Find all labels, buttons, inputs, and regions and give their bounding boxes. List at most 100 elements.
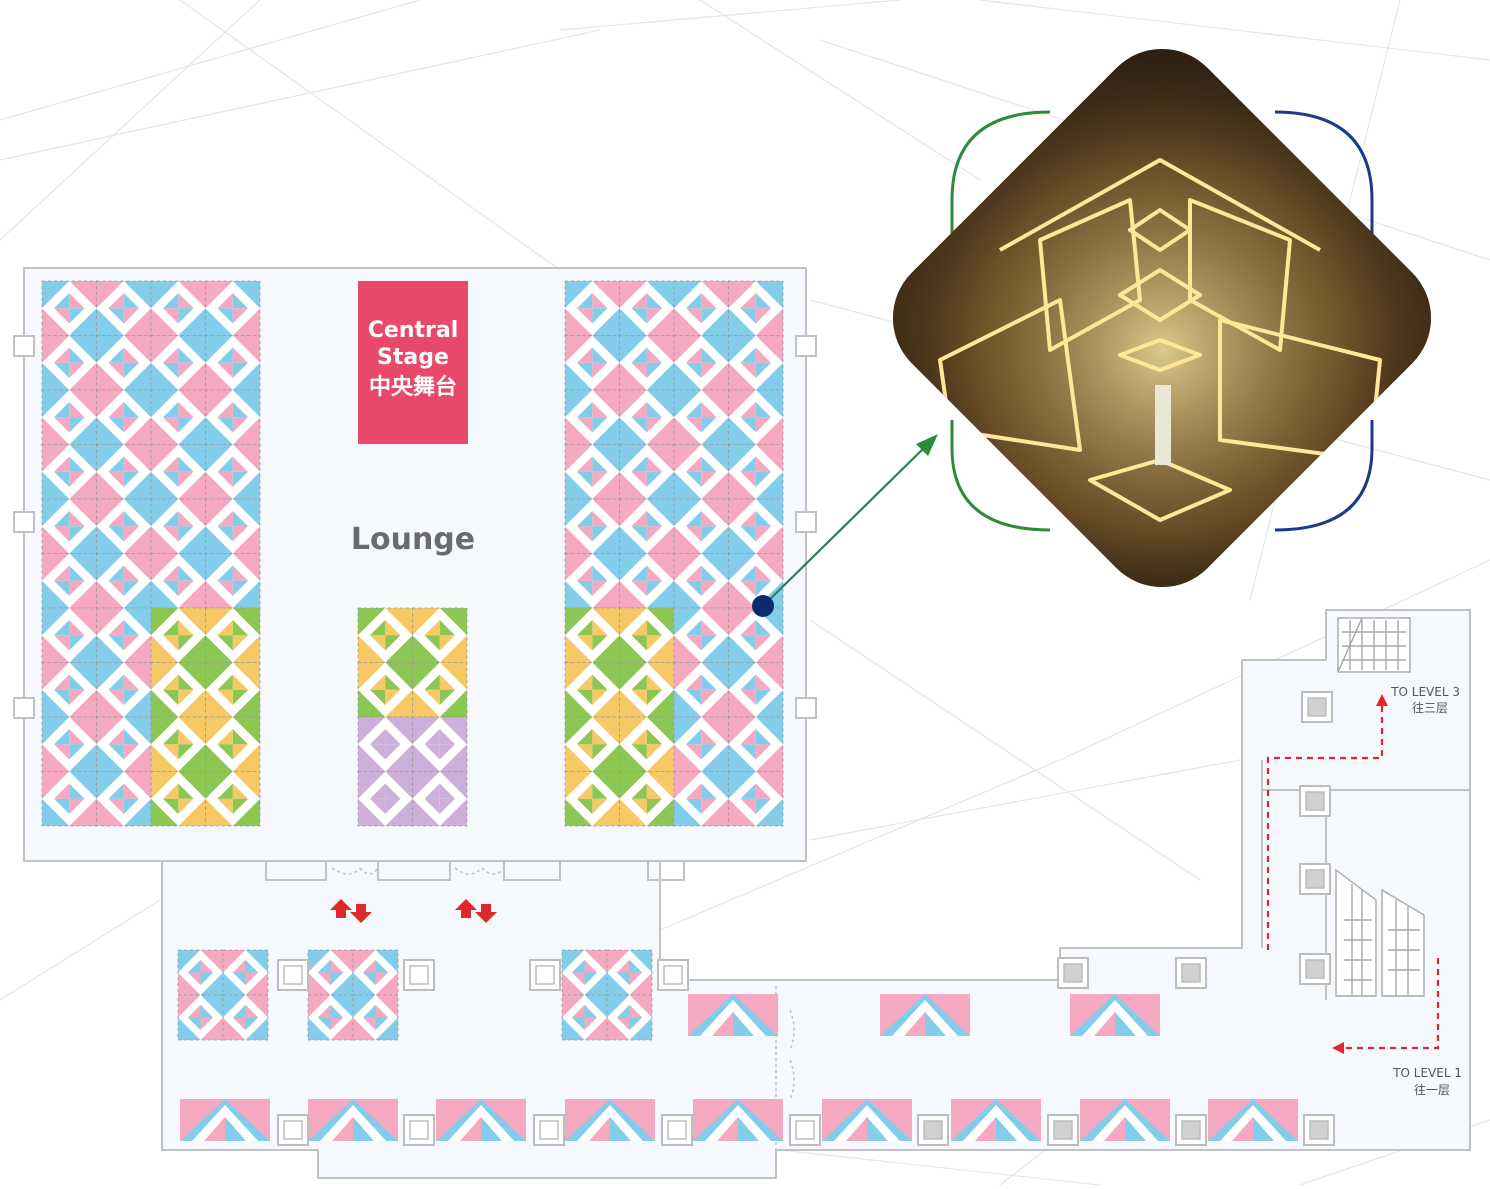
booth-cell[interactable] bbox=[728, 280, 784, 336]
booth-cell[interactable] bbox=[728, 498, 784, 554]
booth-cell[interactable] bbox=[41, 335, 97, 391]
booth-cell[interactable] bbox=[357, 716, 413, 772]
booth-cell[interactable] bbox=[412, 771, 468, 827]
booth-cell[interactable] bbox=[150, 771, 206, 827]
booth-cell[interactable] bbox=[619, 498, 675, 554]
booth-cell[interactable] bbox=[673, 771, 729, 827]
booth-cell[interactable] bbox=[41, 771, 97, 827]
booth-cell[interactable] bbox=[673, 280, 729, 336]
booth-cell[interactable] bbox=[41, 662, 97, 718]
booth-cell[interactable] bbox=[673, 335, 729, 391]
booth-cell[interactable] bbox=[352, 949, 399, 996]
booth-cell[interactable] bbox=[41, 498, 97, 554]
booth-cell[interactable] bbox=[96, 771, 152, 827]
booth-cell[interactable] bbox=[150, 662, 206, 718]
booth-cell[interactable] bbox=[728, 335, 784, 391]
booth-cell[interactable] bbox=[96, 444, 152, 500]
booth-cell[interactable] bbox=[880, 994, 970, 1036]
booth-cell[interactable] bbox=[205, 771, 261, 827]
booth-cell[interactable] bbox=[41, 280, 97, 336]
booth-cell[interactable] bbox=[205, 280, 261, 336]
booth-cell[interactable] bbox=[619, 716, 675, 772]
booth-cell[interactable] bbox=[619, 280, 675, 336]
booth-cell[interactable] bbox=[308, 1099, 398, 1141]
booth-cell[interactable] bbox=[728, 607, 784, 663]
booth-cell[interactable] bbox=[412, 716, 468, 772]
booth-cell[interactable] bbox=[150, 335, 206, 391]
booth-cell[interactable] bbox=[619, 662, 675, 718]
booth-cell[interactable] bbox=[728, 389, 784, 445]
booth-cell[interactable] bbox=[177, 994, 224, 1041]
booth-cell[interactable] bbox=[41, 389, 97, 445]
booth-cell[interactable] bbox=[96, 716, 152, 772]
booth-cell[interactable] bbox=[728, 771, 784, 827]
booth-cell[interactable] bbox=[619, 444, 675, 500]
booth-cell[interactable] bbox=[619, 553, 675, 609]
booth-cell[interactable] bbox=[728, 444, 784, 500]
booth-cell[interactable] bbox=[352, 994, 399, 1041]
booth-cell[interactable] bbox=[96, 335, 152, 391]
booth-cell[interactable] bbox=[673, 607, 729, 663]
booth-cell[interactable] bbox=[673, 662, 729, 718]
booth-cell[interactable] bbox=[96, 389, 152, 445]
booth-cell[interactable] bbox=[96, 662, 152, 718]
booth-cell[interactable] bbox=[41, 553, 97, 609]
booth-cell[interactable] bbox=[673, 716, 729, 772]
booth-cell[interactable] bbox=[96, 280, 152, 336]
booth-cell[interactable] bbox=[205, 716, 261, 772]
booth-cell[interactable] bbox=[205, 607, 261, 663]
booth-cell[interactable] bbox=[619, 771, 675, 827]
booth-cell[interactable] bbox=[606, 949, 653, 996]
booth-cell[interactable] bbox=[412, 662, 468, 718]
booth-cell[interactable] bbox=[41, 607, 97, 663]
booth-cell[interactable] bbox=[180, 1099, 270, 1141]
booth-cell[interactable] bbox=[205, 498, 261, 554]
booth-cell[interactable] bbox=[96, 553, 152, 609]
booth-cell[interactable] bbox=[673, 389, 729, 445]
booth-cell[interactable] bbox=[307, 994, 354, 1041]
booth-cell[interactable] bbox=[564, 716, 620, 772]
booth-cell[interactable] bbox=[673, 498, 729, 554]
booth-cell[interactable] bbox=[673, 444, 729, 500]
booth-cell[interactable] bbox=[1070, 994, 1160, 1036]
booth-cell[interactable] bbox=[561, 949, 608, 996]
booth-cell[interactable] bbox=[619, 607, 675, 663]
booth-cell[interactable] bbox=[728, 716, 784, 772]
booth-cell[interactable] bbox=[222, 949, 269, 996]
booth-cell[interactable] bbox=[205, 662, 261, 718]
booth-cell[interactable] bbox=[96, 498, 152, 554]
booth-cell[interactable] bbox=[561, 994, 608, 1041]
booth-cell[interactable] bbox=[564, 662, 620, 718]
booth-cell[interactable] bbox=[564, 771, 620, 827]
booth-cell[interactable] bbox=[205, 335, 261, 391]
booth-cell[interactable] bbox=[688, 994, 778, 1036]
booth-cell[interactable] bbox=[564, 389, 620, 445]
booth-cell[interactable] bbox=[564, 444, 620, 500]
booth-cell[interactable] bbox=[307, 949, 354, 996]
booth-cell[interactable] bbox=[205, 444, 261, 500]
booth-cell[interactable] bbox=[565, 1099, 655, 1141]
booth-cell[interactable] bbox=[606, 994, 653, 1041]
booth-cell[interactable] bbox=[728, 662, 784, 718]
booth-cell[interactable] bbox=[150, 444, 206, 500]
booth-cell[interactable] bbox=[150, 607, 206, 663]
booth-cell[interactable] bbox=[357, 771, 413, 827]
booth-cell[interactable] bbox=[150, 389, 206, 445]
booth-cell[interactable] bbox=[619, 335, 675, 391]
booth-cell[interactable] bbox=[564, 607, 620, 663]
booth-cell[interactable] bbox=[357, 607, 413, 663]
booth-cell[interactable] bbox=[205, 553, 261, 609]
booth-cell[interactable] bbox=[1080, 1099, 1170, 1141]
booth-cell[interactable] bbox=[822, 1099, 912, 1141]
booth-cell[interactable] bbox=[177, 949, 224, 996]
booth-cell[interactable] bbox=[41, 716, 97, 772]
booth-cell[interactable] bbox=[150, 553, 206, 609]
booth-cell[interactable] bbox=[205, 389, 261, 445]
booth-cell[interactable] bbox=[564, 553, 620, 609]
booth-cell[interactable] bbox=[673, 553, 729, 609]
booth-cell[interactable] bbox=[357, 662, 413, 718]
booth-cell[interactable] bbox=[564, 280, 620, 336]
booth-cell[interactable] bbox=[436, 1099, 526, 1141]
booth-cell[interactable] bbox=[564, 498, 620, 554]
booth-cell[interactable] bbox=[41, 444, 97, 500]
